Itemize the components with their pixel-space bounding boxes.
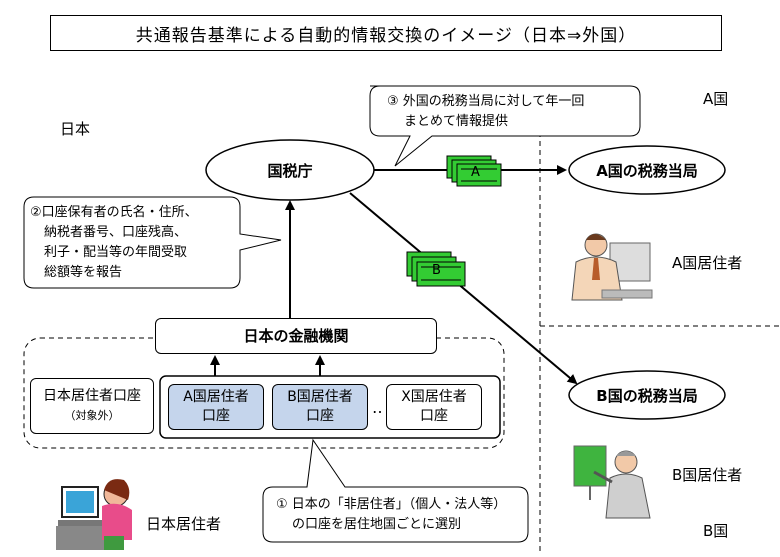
accounts-ellipsis: ‥ — [372, 398, 383, 417]
person-computer-icon — [56, 479, 132, 550]
document-b-icon — [406, 251, 466, 287]
nta-label: 国税庁 — [267, 162, 313, 180]
callout-2-text: ②口座保有者の氏名・住所、 納税者番号、口座残高、 利子・配当等の年間受取 総額… — [30, 205, 198, 280]
authority-b-label: B国の税務当局 — [596, 387, 698, 405]
region-label-japan: 日本 — [60, 120, 91, 138]
document-a-letter: A — [471, 165, 480, 180]
resident-label-b: B国居住者 — [672, 466, 743, 484]
callout-3-text: ③ 外国の税務当局に対して年一回 まとめて情報提供 — [387, 94, 585, 129]
account-japan-resident: 日本居住者口座 （対象外） — [30, 378, 154, 434]
authority-a-label: A国の税務当局 — [596, 162, 698, 180]
document-a-icon — [446, 155, 502, 187]
arrow-nta-to-b — [349, 192, 578, 385]
callout-1-text: ① 日本の「非居住者」（個人・法人等） の口座を居住地国ごとに選別 — [276, 497, 507, 532]
resident-label-japan: 日本居住者 — [146, 515, 222, 533]
authority-a-ellipse — [568, 145, 726, 195]
businessman-icon — [571, 233, 653, 301]
financial-institution-box: 日本の金融機関 — [155, 318, 437, 354]
region-label-b: B国 — [703, 522, 729, 540]
callout-1-bubble — [262, 438, 529, 543]
document-b-letter: B — [432, 263, 441, 278]
resident-label-a: A国居住者 — [672, 254, 743, 272]
account-a-resident: A国居住者 口座 — [168, 384, 264, 430]
diagram-title: 共通報告基準による自動的情報交換のイメージ（日本⇒外国） — [50, 15, 722, 51]
account-x-resident: X国居住者 口座 — [386, 384, 482, 430]
authority-b-ellipse — [568, 370, 726, 420]
region-label-a: A国 — [703, 90, 729, 108]
account-b-resident: B国居住者 口座 — [272, 384, 368, 430]
presenter-icon — [573, 445, 651, 519]
callout-2-bubble — [23, 196, 282, 289]
callout-3-bubble — [369, 85, 641, 167]
